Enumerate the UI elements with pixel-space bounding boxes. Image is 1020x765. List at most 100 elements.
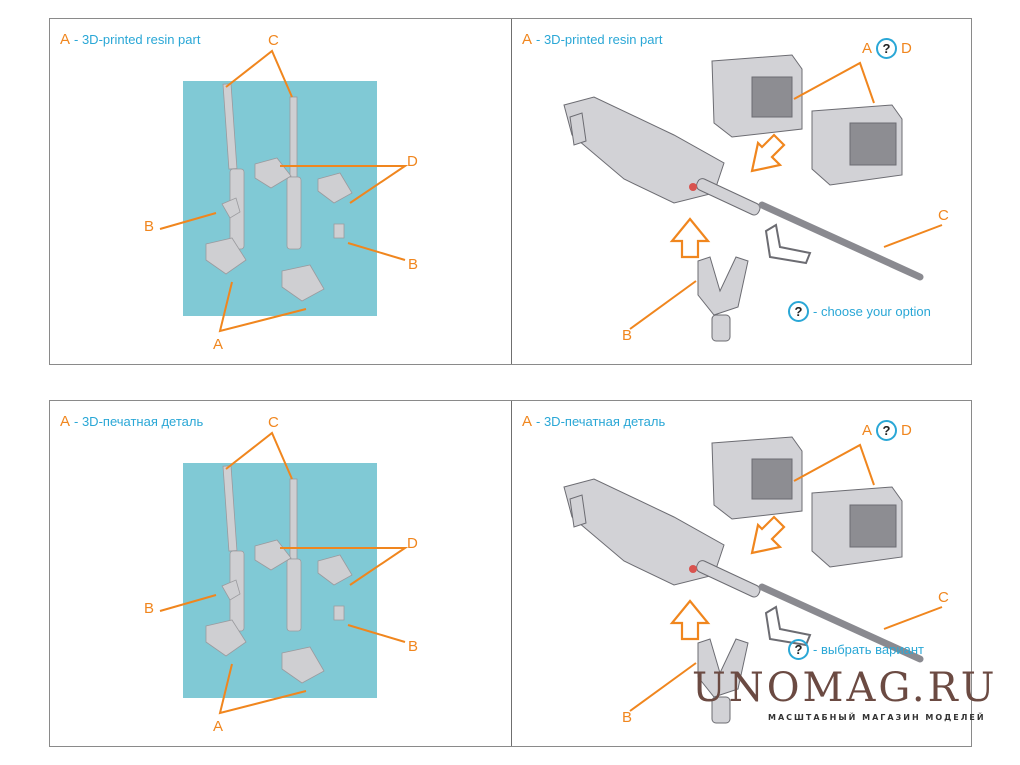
leader-line-a-d <box>793 61 875 104</box>
ammo-box-window <box>849 122 897 166</box>
arrow-up-icon <box>669 599 711 641</box>
callout-b: B <box>408 256 419 273</box>
ammo-box-part <box>317 554 353 586</box>
callout-b: B <box>622 327 633 344</box>
ammo-box-part <box>254 157 292 189</box>
sprue-panel: A- 3D-печатная деталь <box>50 401 511 746</box>
legend: A- 3D-печатная деталь <box>522 413 665 430</box>
assembly-panel: A- 3D-printed resin part <box>512 19 972 364</box>
legend: A- 3D-printed resin part <box>522 31 662 48</box>
leader-line-d <box>280 547 409 586</box>
legend: A- 3D-печатная деталь <box>60 413 203 430</box>
resin-sprue-block <box>183 463 377 698</box>
leader-line-a <box>218 281 307 333</box>
leader-line-a <box>218 663 307 715</box>
ammo-box-part <box>254 539 292 571</box>
gun-receiver-part <box>286 558 302 632</box>
ammo-box-part <box>281 646 325 684</box>
leader-line-b <box>347 624 406 643</box>
callout-b: B <box>622 709 633 726</box>
arrow-down-left-icon <box>750 515 786 555</box>
cradle-part <box>697 256 749 316</box>
arrow-up-icon <box>669 217 711 259</box>
gun-grip-part <box>569 494 587 528</box>
callout-d: D <box>901 422 912 439</box>
leader-line-b <box>159 594 217 612</box>
watermark-title: UNOMAG.RU <box>692 665 998 711</box>
cradle-part <box>221 197 241 219</box>
barrel-part <box>222 465 238 552</box>
ammo-box-part <box>205 619 247 657</box>
question-icon: ? <box>788 639 809 660</box>
option-note-text: - выбрать вариант <box>813 642 924 657</box>
barrel-jacket-part <box>696 560 761 598</box>
leader-line-c <box>225 49 293 98</box>
question-icon: ? <box>788 301 809 322</box>
callout-b: B <box>144 600 155 617</box>
callout-c: C <box>268 32 279 49</box>
legend-key: A <box>522 413 533 430</box>
legend-key: A <box>522 31 533 48</box>
callout-d: D <box>407 535 418 552</box>
gun-receiver-part <box>286 176 302 250</box>
legend-key: A <box>60 413 71 430</box>
cradle-part <box>221 579 241 601</box>
gun-grip-part <box>569 112 587 146</box>
leader-line-b <box>629 280 697 330</box>
callout-c: C <box>938 589 949 606</box>
panel-divider <box>511 401 512 746</box>
callout-d: D <box>901 40 912 57</box>
leader-line-b <box>347 242 406 261</box>
barrel-part <box>758 201 924 281</box>
pivot-marker <box>689 565 697 573</box>
leader-line-b <box>159 212 217 230</box>
ammo-box-window <box>751 76 793 118</box>
carry-handle-part <box>764 605 812 647</box>
option-note-text: - choose your option <box>813 304 931 319</box>
callout-a: A <box>213 718 224 735</box>
watermark-logo: UNOMAG.RU МАСШТАБНЫЙ МАГАЗИН МОДЕЛЕЙ <box>692 666 994 726</box>
leader-line-b <box>629 662 697 712</box>
ammo-box-part <box>317 172 353 204</box>
legend-text: - 3D-printed resin part <box>74 32 201 47</box>
callout-a: A <box>213 336 224 353</box>
legend-text: - 3D-printed resin part <box>536 32 663 47</box>
cradle-part <box>333 223 345 239</box>
leader-line-c <box>225 431 293 480</box>
sprue-panel: A- 3D-printed resin part <box>50 19 511 364</box>
cradle-part <box>333 605 345 621</box>
leader-line-a-d <box>793 443 875 486</box>
ammo-box-part <box>205 237 247 275</box>
panel-divider <box>511 19 512 364</box>
option-note: ? - выбрать вариант <box>788 639 924 660</box>
callout-c: C <box>938 207 949 224</box>
option-callout: A ? D <box>862 420 912 441</box>
resin-sprue-block <box>183 81 377 316</box>
callout-a: A <box>862 422 873 439</box>
sprue-parts-drawing <box>159 431 409 715</box>
pivot-marker <box>689 183 697 191</box>
cradle-post-part <box>711 314 731 342</box>
question-icon: ? <box>876 38 898 59</box>
legend: A- 3D-printed resin part <box>60 31 200 48</box>
callout-b: B <box>144 218 155 235</box>
assembly-drawing <box>563 54 943 342</box>
assembly-panel: A- 3D-печатная деталь <box>512 401 972 746</box>
callout-b: B <box>408 638 419 655</box>
cradle-part <box>697 638 749 698</box>
watermark-subtitle: МАСШТАБНЫЙ МАГАЗИН МОДЕЛЕЙ <box>768 713 986 722</box>
cradle-post-part <box>711 696 731 724</box>
legend-key: A <box>60 31 71 48</box>
callout-c: C <box>268 414 279 431</box>
ammo-box-window <box>751 458 793 500</box>
leader-line-c <box>883 224 943 248</box>
callout-d: D <box>407 153 418 170</box>
legend-text: - 3D-печатная деталь <box>74 414 204 429</box>
sprue-parts-drawing <box>159 49 409 333</box>
question-icon: ? <box>876 420 898 441</box>
instruction-sheet-english: A- 3D-printed resin part <box>49 18 972 365</box>
leader-line-d <box>280 165 409 204</box>
ammo-box-part <box>281 264 325 302</box>
arrow-down-left-icon <box>750 133 786 173</box>
instruction-sheet-russian: A- 3D-печатная деталь <box>49 400 972 747</box>
